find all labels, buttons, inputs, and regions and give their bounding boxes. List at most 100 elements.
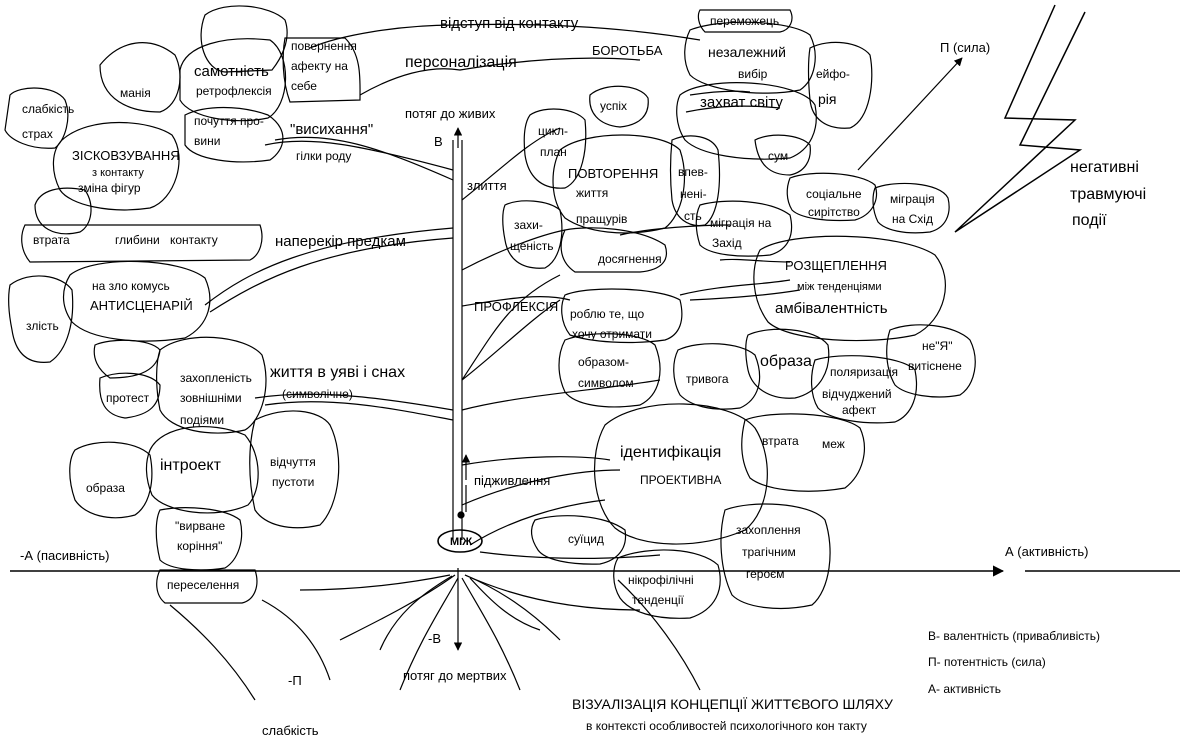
mania-label: манія	[120, 86, 151, 100]
security-line-1: захи-	[514, 218, 543, 232]
bubble-captured	[156, 336, 267, 434]
bubble-anxiety	[673, 343, 761, 410]
independent-line-2: вибір	[738, 67, 768, 81]
winner-label: переможець	[710, 14, 779, 28]
success-label: успіх	[600, 99, 627, 113]
bubble-emptiness	[249, 410, 340, 529]
anti-line-1: на зло комусь	[92, 279, 170, 293]
anxiety-label: тривога	[686, 372, 729, 386]
tragic-line-2: трагічним	[742, 545, 796, 559]
bubble-uprooted	[155, 507, 243, 571]
tragic-line-3: героєм	[746, 567, 785, 581]
mig-east-line-1: міграція	[890, 192, 935, 206]
loss-1: втрата	[33, 233, 70, 247]
necro-line-2: тенденції	[632, 593, 685, 607]
center-label: МІЖ	[450, 536, 472, 548]
polar-line-3: афект	[842, 403, 877, 417]
fusion-label: злиття	[467, 178, 507, 193]
orphan-line-1: соціальне	[806, 187, 862, 201]
repeat-line-2: життя	[576, 186, 608, 200]
axis-neg-a-label: -А (пасивність)	[20, 548, 110, 563]
bubble-resettle	[156, 569, 258, 604]
weak-label: слабкість	[22, 102, 74, 116]
split-title: РОЗЩЕПЛЕННЯ	[785, 258, 887, 273]
euphoria-line-1: ейфо-	[816, 67, 850, 81]
captured-line-1: захопленість	[180, 371, 252, 385]
capture-world-label: захват світу	[700, 94, 783, 111]
bubble-split	[753, 235, 946, 342]
legend-p: П- потентність (сила)	[928, 655, 1046, 669]
return-line-2: афекту на	[291, 59, 348, 73]
against-label: наперекір предкам	[275, 233, 406, 250]
doing-line-1: роблю те, що	[570, 307, 644, 321]
branches-label: гілки роду	[296, 149, 351, 163]
confidence-line-3: сть	[684, 209, 702, 223]
tragic-line-1: захоплення	[736, 523, 801, 537]
not-i-line-2: витіснене	[908, 359, 962, 373]
caption-title: ВІЗУАЛІЗАЦІЯ КОНЦЕПЦІЇ ЖИТТЄВОГО ШЛЯХУ	[572, 696, 893, 712]
bubble-anti	[62, 260, 211, 342]
bubble-independent	[684, 21, 816, 94]
insult-left-label: образа	[86, 481, 125, 495]
bubble-loss-row	[21, 224, 263, 263]
bubble-left-low	[93, 339, 161, 379]
bubble-security	[502, 200, 563, 269]
trunk-up-label: потяг до живих	[405, 106, 496, 121]
personal-label: персоналізація	[405, 54, 517, 71]
symbol-line-1: образом-	[578, 355, 629, 369]
retreat-label: відступ від контакту	[440, 15, 579, 32]
anger-label: злість	[26, 319, 59, 333]
confidence-line-1: впев-	[678, 165, 708, 179]
slip-sub-1: з контакту	[92, 167, 144, 179]
slip-title: ЗІСКОВЗУВАННЯ	[72, 148, 180, 163]
bubble-border-loss	[741, 413, 865, 492]
drying-label: "висихання"	[290, 121, 373, 138]
bubble-cycle	[523, 108, 587, 189]
achieve-label: досягнення	[598, 252, 662, 266]
shame-line-2: вини	[194, 134, 220, 148]
independent-line-1: незалежний	[708, 44, 786, 60]
border-loss-2: меж	[822, 437, 845, 451]
orphan-line-2: сирітство	[808, 205, 860, 219]
mig-west-line-1: міграція на	[710, 216, 772, 230]
legend-a: А- активність	[928, 682, 1001, 696]
euphoria-line-2: рія	[818, 91, 836, 107]
security-line-2: щеність	[510, 239, 553, 253]
protest-label: протест	[106, 391, 150, 405]
loss-3: контакту	[170, 233, 218, 247]
bubble-orphan	[786, 172, 877, 222]
bubble-left-mid	[34, 187, 92, 235]
return-line-1: повернення	[291, 39, 357, 53]
doing-line-2: хочу отримати	[572, 327, 652, 341]
bubble-return	[282, 37, 361, 103]
ident-sub: ПРОЕКТИВНА	[640, 473, 721, 487]
loss-2: глибини	[115, 233, 160, 247]
bubble-success	[589, 85, 649, 128]
shame-line-1: почуття про-	[194, 114, 264, 128]
negative-label-2: травмуючі	[1070, 186, 1146, 203]
necro-line-1: нікрофілічні	[628, 573, 694, 587]
proflex-label: ПРОФЛЕКСІЯ	[474, 299, 558, 314]
polar-line-2: відчуджений	[822, 387, 892, 401]
bubble-mig-east	[872, 182, 950, 234]
solitude-title: самотність	[194, 63, 269, 80]
bubble-suicide	[531, 515, 627, 565]
axis-pos-p-label: П (сила)	[940, 40, 990, 55]
bubble-polar	[811, 355, 918, 424]
resettle-label: переселення	[167, 578, 239, 592]
bubble-winner	[697, 9, 793, 33]
captured-line-2: зовнішніми	[180, 391, 242, 405]
emptiness-line-1: відчуття	[270, 455, 316, 469]
bubble-not-i	[886, 324, 976, 398]
bubble-insult-right	[745, 328, 830, 399]
trunk-down-label: потяг до мертвих	[403, 668, 507, 683]
bubble-euphoria	[807, 41, 873, 129]
struggle-label: БОРОТЬБА	[592, 43, 663, 58]
ident-title: ідентифікація	[620, 444, 721, 461]
negative-label-3: події	[1072, 212, 1107, 229]
mig-east-line-2: на Схід	[892, 212, 933, 226]
dream-label: життя в уяві і снах	[270, 364, 405, 381]
bubble-anger	[8, 275, 74, 363]
weakness-label: слабкість	[262, 723, 319, 738]
